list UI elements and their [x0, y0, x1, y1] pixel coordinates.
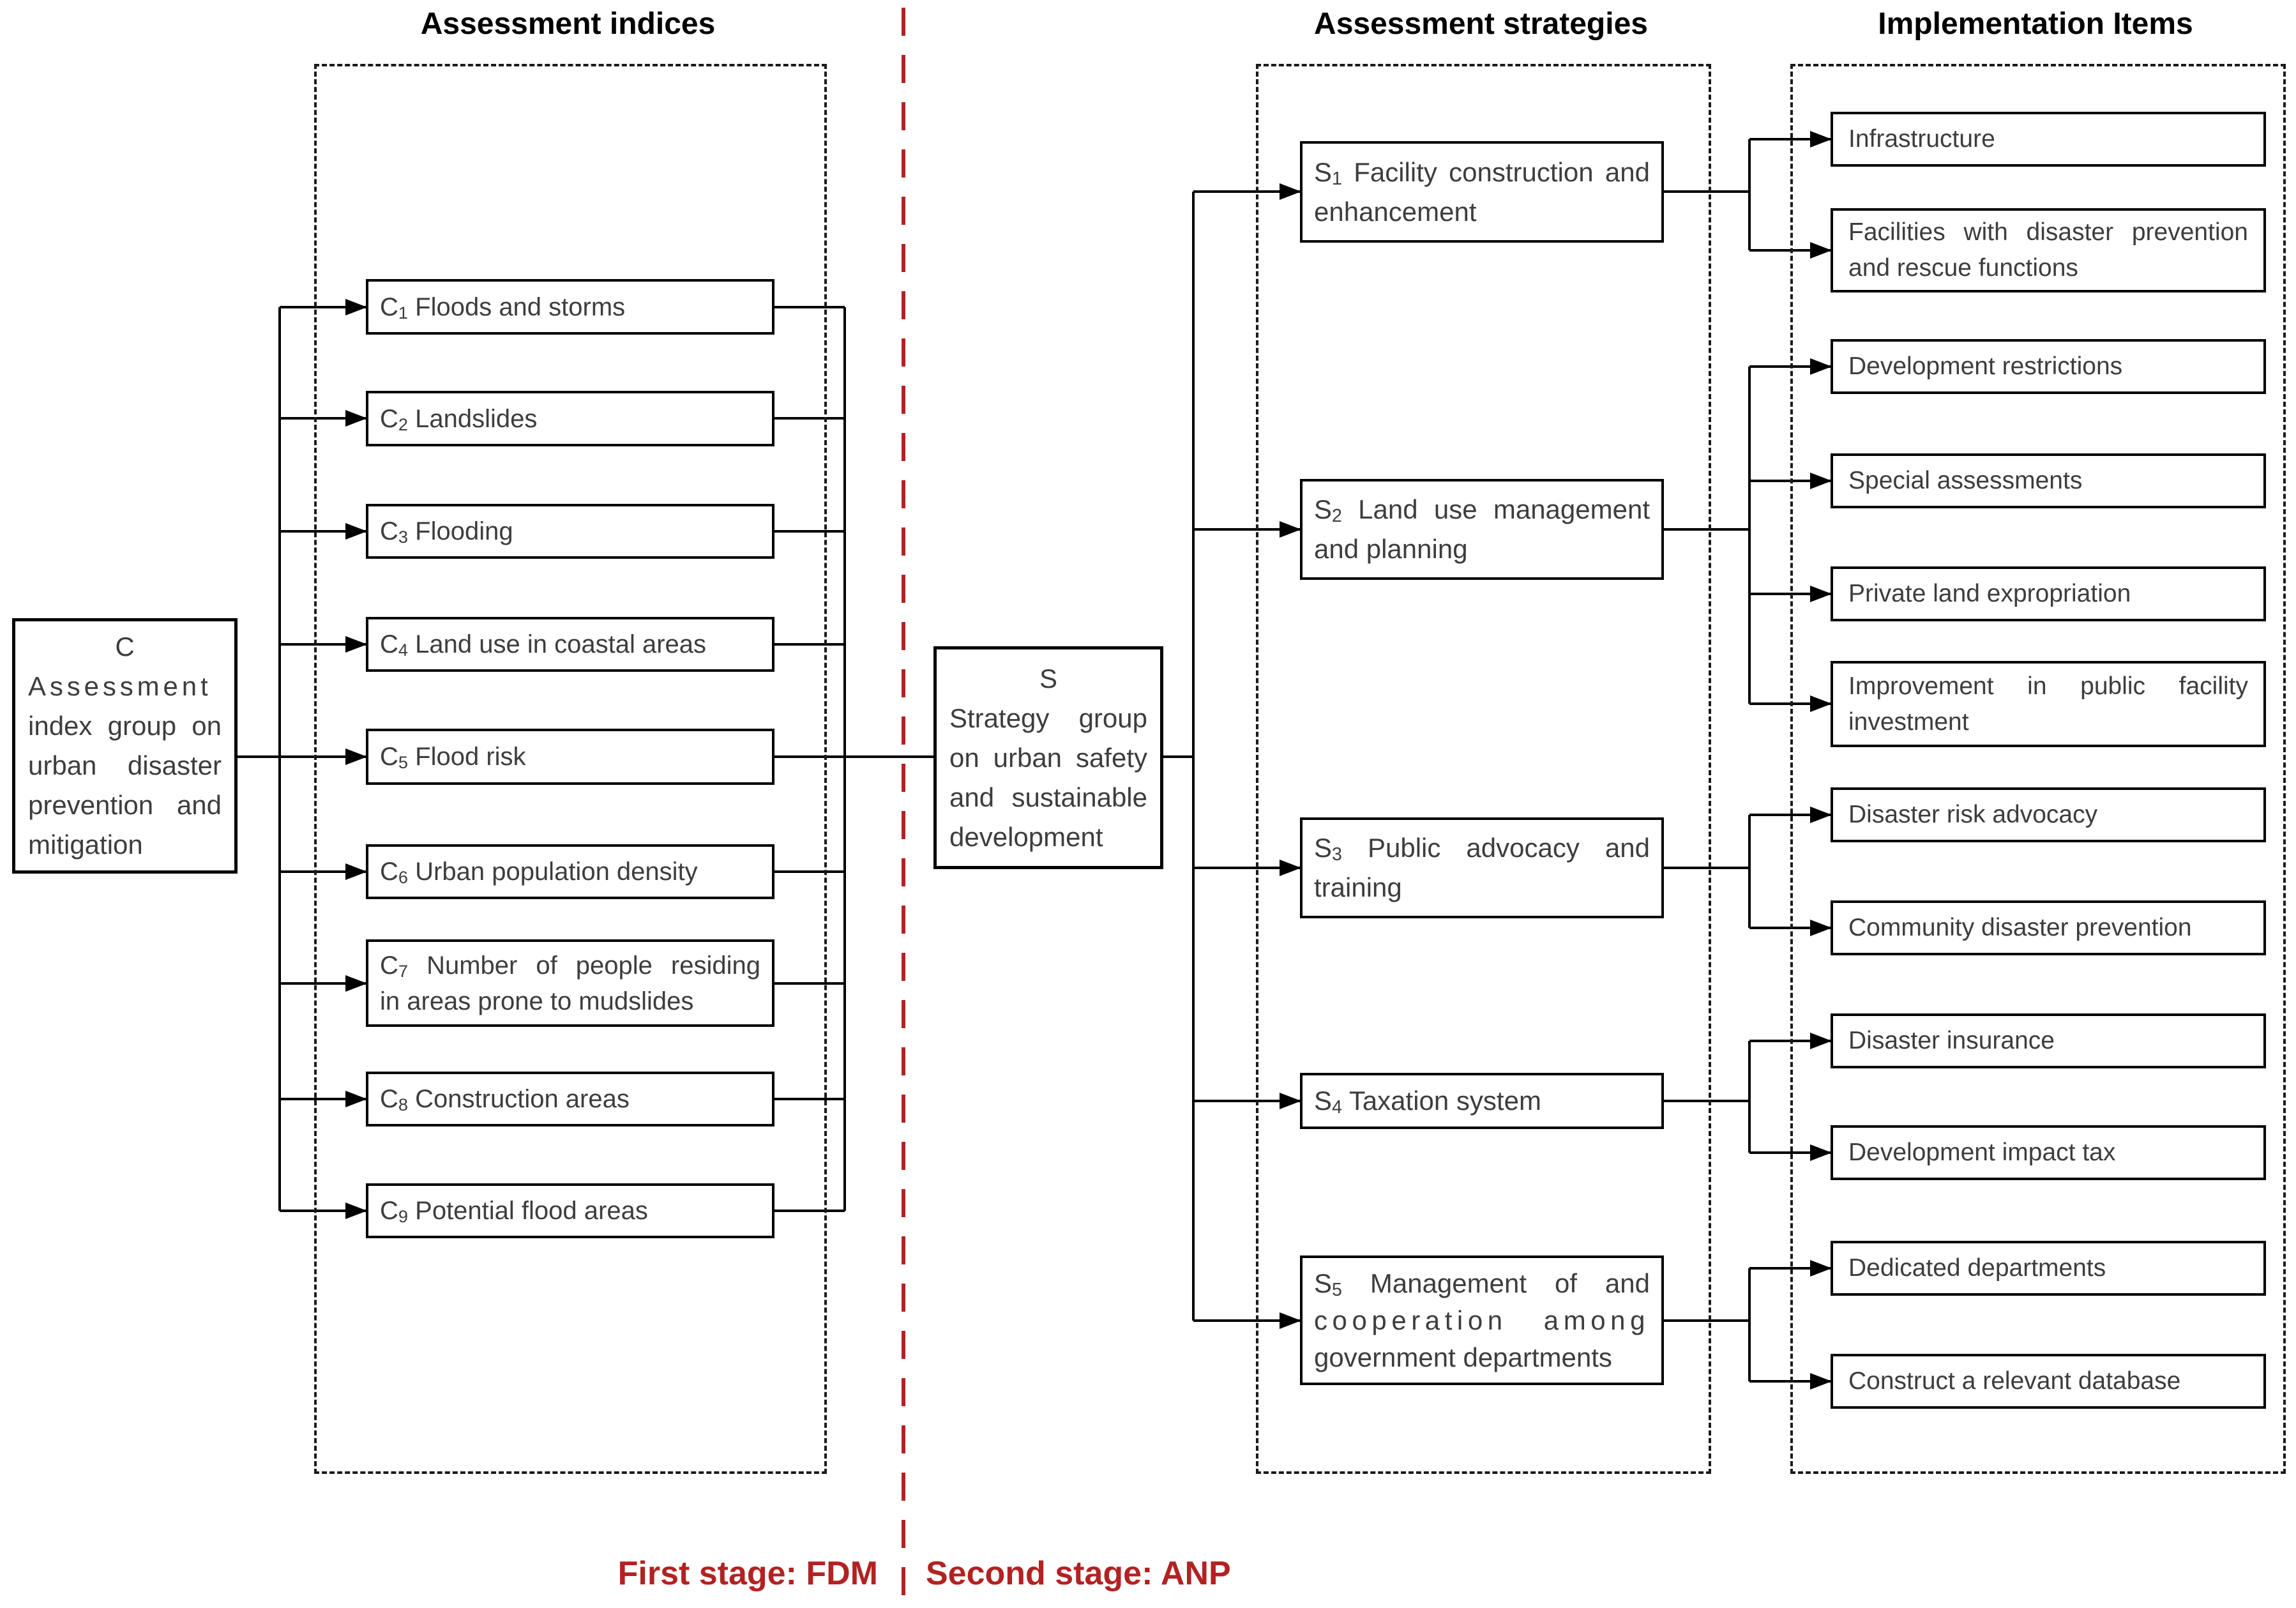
index-box-c6: C6 Urban population density [366, 844, 774, 899]
group-box-c: C Assessment index group on urban disast… [12, 618, 238, 874]
index-code: C1 [380, 292, 409, 322]
group-c-line: mitigation [28, 830, 143, 860]
index-code: C9 [380, 1197, 409, 1226]
implementation-box-dedicated-departments: Dedicated departments [1831, 1241, 2266, 1296]
implementation-box-special-assessments: Special assessments [1831, 453, 2266, 508]
header-assessment-strategies: Assessment strategies [1314, 7, 1648, 41]
strategy-code: S3 [1314, 833, 1342, 865]
implementation-box-community-disaster-prevention: Community disaster prevention [1831, 900, 2266, 955]
group-c-line: Assessment [28, 671, 212, 701]
implementation-box-construct-relevant-database: Construct a relevant database [1831, 1354, 2266, 1409]
strategy-code: S1 [1314, 156, 1342, 189]
group-box-s: S Strategy group on urban safety and sus… [933, 646, 1163, 869]
group-c-line: index group on [28, 711, 222, 741]
implementation-box-development-restrictions: Development restrictions [1831, 339, 2266, 394]
strategy-code: S2 [1314, 494, 1342, 527]
group-s-line: on urban safety [949, 742, 1147, 773]
strategy-box-s1: S1 Facility construction and enhancement [1300, 141, 1664, 243]
strategy-box-s4: S4 Taxation system [1300, 1073, 1664, 1129]
index-code: C5 [380, 743, 409, 772]
implementation-box-disaster-insurance: Disaster insurance [1831, 1013, 2266, 1068]
index-code: C8 [380, 1085, 409, 1114]
strategy-code: S4 [1314, 1086, 1342, 1118]
index-box-c7: C7 Number of people residing in areas pr… [366, 939, 774, 1027]
implementation-box-public-facility-investment: Improvement in public facility investmen… [1831, 661, 2266, 747]
container-implementation-items [1790, 64, 2286, 1474]
implementation-box-private-land-expropriation: Private land expropriation [1831, 566, 2266, 621]
group-c-line: prevention and [28, 790, 222, 820]
container-assessment-strategies [1256, 64, 1711, 1474]
index-box-c9: C9 Potential flood areas [366, 1183, 774, 1238]
index-code: C4 [380, 630, 409, 660]
stage-label-first: First stage: FDM [617, 1555, 878, 1592]
header-assessment-indices: Assessment indices [420, 7, 716, 41]
index-box-c3: C3 Flooding [366, 504, 774, 559]
index-code: C2 [380, 404, 409, 434]
index-code: C7 [380, 951, 409, 981]
stage-label-second: Second stage: ANP [926, 1555, 1231, 1592]
container-assessment-indices [314, 64, 827, 1474]
index-box-c5: C5 Flood risk [366, 729, 774, 785]
implementation-box-development-impact-tax: Development impact tax [1831, 1125, 2266, 1180]
group-c-line: urban disaster [28, 750, 222, 780]
strategy-box-s2: S2 Land use management and planning [1300, 479, 1664, 580]
strategy-box-s3: S3 Public advocacy and training [1300, 817, 1664, 918]
index-box-c4: C4 Land use in coastal areas [366, 617, 774, 672]
group-s-code: S [1039, 663, 1057, 694]
strategy-code: S5 [1314, 1268, 1342, 1300]
implementation-box-facilities-disaster-prevention: Facilities with disaster prevention and … [1831, 208, 2266, 292]
index-box-c8: C8 Construction areas [366, 1072, 774, 1126]
header-implementation-items: Implementation Items [1878, 7, 2193, 41]
group-s-line: development [949, 821, 1103, 852]
black-connectors [238, 131, 1832, 1390]
group-s-line: and sustainable [949, 782, 1147, 812]
index-code: C3 [380, 517, 409, 547]
implementation-box-infrastructure: Infrastructure [1831, 112, 2266, 167]
group-c-code: C [115, 632, 135, 662]
index-code: C6 [380, 858, 409, 887]
implementation-box-disaster-risk-advocacy: Disaster risk advocacy [1831, 787, 2266, 842]
index-box-c2: C2 Landslides [366, 391, 774, 446]
group-s-line: Strategy group [949, 702, 1147, 733]
strategy-box-s5: S5 Management of and cooperation among g… [1300, 1255, 1664, 1385]
index-box-c1: C1 Floods and storms [366, 279, 774, 335]
